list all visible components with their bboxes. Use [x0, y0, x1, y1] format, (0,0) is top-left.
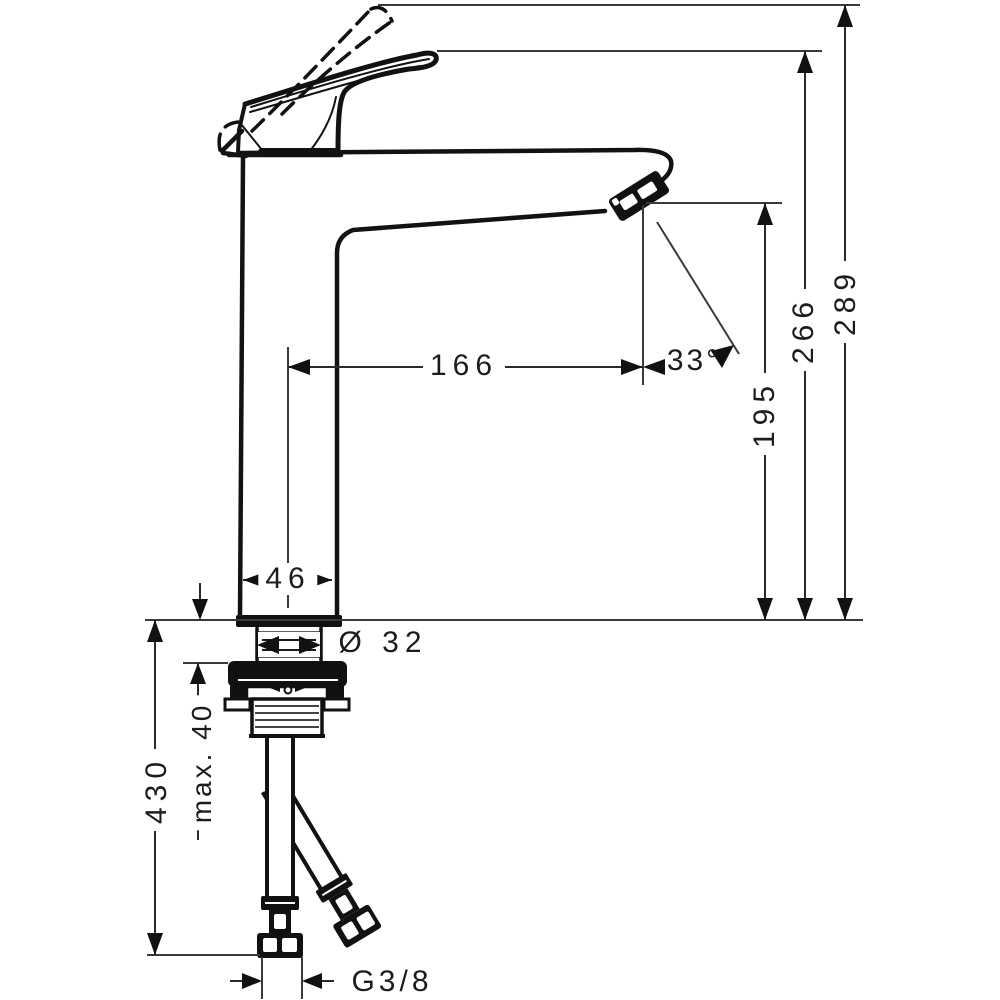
faucet-body-outline [219, 128, 674, 618]
supply-hose-straight [257, 738, 303, 958]
handle-raised-edge-2 [280, 19, 394, 116]
arrow-195-bottom [757, 598, 773, 620]
handle-raised-tip-cap [369, 5, 394, 23]
arrow-266-bottom [797, 598, 813, 620]
arrow-195-top [757, 203, 773, 225]
arrow-430-bottom [147, 933, 163, 955]
angle-reference-line [656, 221, 740, 355]
arrow-diameter-left [257, 636, 279, 654]
handle-lever [236, 50, 439, 155]
faucet-column-left-edge [237, 155, 246, 618]
dim-label-max-thickness: max. 40 [186, 695, 217, 831]
handle-lever-inner-line-1 [250, 58, 430, 108]
dim-label-overall-height: 289 [829, 260, 862, 344]
mounting-nut-wings [223, 684, 351, 712]
dim-label-base-width: 46 [258, 563, 318, 595]
arrow-266-top [797, 51, 813, 73]
handle-lever-inner-line-2 [249, 65, 421, 113]
mounting-flange [228, 661, 347, 687]
dim-label-thread: G3/8 [351, 965, 433, 998]
dim-label-shank-diameter: Ø 32 [338, 626, 428, 659]
arrow-289-top [837, 5, 853, 27]
arrow-diameter-right [299, 636, 321, 654]
dim-label-handle-height: 266 [787, 288, 820, 372]
handle-dome-left-edge [236, 102, 247, 154]
aerator [609, 171, 669, 221]
arrow-max40-top [192, 599, 208, 620]
arrow-430-top [147, 620, 163, 642]
handle-base-escutcheon [258, 148, 338, 157]
handle-dome-right-curve [309, 96, 337, 152]
dimension-arrowheads [147, 5, 853, 989]
arrow-max40-bottom [190, 663, 206, 684]
faucet-spout-top-edge [237, 147, 674, 184]
dim-label-outlet-height: 195 [748, 372, 781, 456]
handle-lever-outline [242, 50, 439, 155]
handle-raised-bottom-arc [217, 120, 240, 152]
dimension-shank-diameter [257, 632, 321, 657]
handle-raised-edge-1 [250, 7, 373, 133]
arrow-angle-on-line [711, 345, 734, 368]
dim-label-hose-length: 430 [140, 748, 173, 832]
dim-label-outlet-angle: 33° [666, 344, 722, 377]
dim-label-spout-reach: 166 [422, 350, 506, 382]
arrow-g38-left [242, 973, 262, 989]
arrow-g38-right [302, 973, 322, 989]
arrow-angle-inner [643, 359, 665, 375]
handle-raised-dashed-outline [217, 5, 394, 152]
arrow-289-bottom [837, 598, 853, 620]
mounting-nut-body [249, 697, 325, 738]
arrow-166-left [288, 359, 310, 375]
faucet-spout-underside [334, 208, 608, 618]
arrow-166-right [621, 359, 643, 375]
handle-dome-facet-line [240, 123, 263, 151]
